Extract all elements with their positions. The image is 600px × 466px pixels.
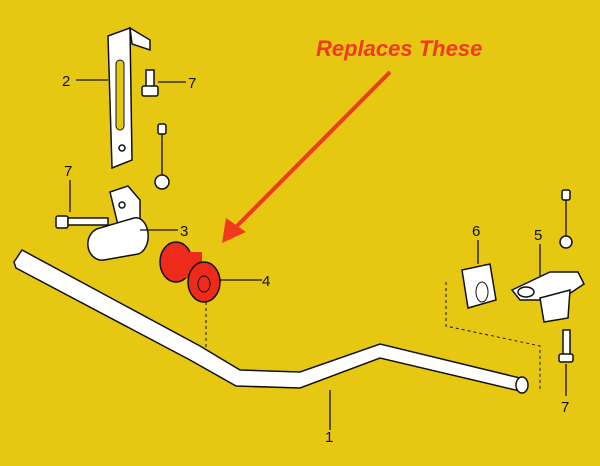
label-7-right: 7 bbox=[561, 399, 569, 416]
label-5: 5 bbox=[534, 227, 542, 244]
bolt-part-left bbox=[55, 215, 109, 229]
label-4: 4 bbox=[262, 273, 270, 290]
bolt-head bbox=[157, 123, 167, 135]
end-bushing-part bbox=[461, 263, 497, 309]
callout-text: Replaces These bbox=[316, 36, 482, 61]
bushing-part bbox=[159, 241, 221, 303]
label-7-top: 7 bbox=[188, 75, 196, 92]
bolt-head-right bbox=[561, 189, 571, 201]
label-2: 2 bbox=[62, 73, 70, 90]
mount-part bbox=[510, 271, 585, 323]
bolt-part-right bbox=[558, 329, 574, 363]
sway-bar-part bbox=[13, 249, 529, 394]
nut-part bbox=[154, 174, 170, 190]
callout-arrow bbox=[222, 70, 392, 243]
label-7-left: 7 bbox=[64, 163, 72, 180]
bracket-part bbox=[107, 26, 151, 170]
nut-right bbox=[559, 235, 573, 249]
label-3: 3 bbox=[180, 223, 188, 240]
label-1: 1 bbox=[325, 429, 333, 446]
clamp-part bbox=[87, 185, 149, 261]
label-6: 6 bbox=[472, 223, 480, 240]
bolt-part bbox=[141, 69, 159, 97]
